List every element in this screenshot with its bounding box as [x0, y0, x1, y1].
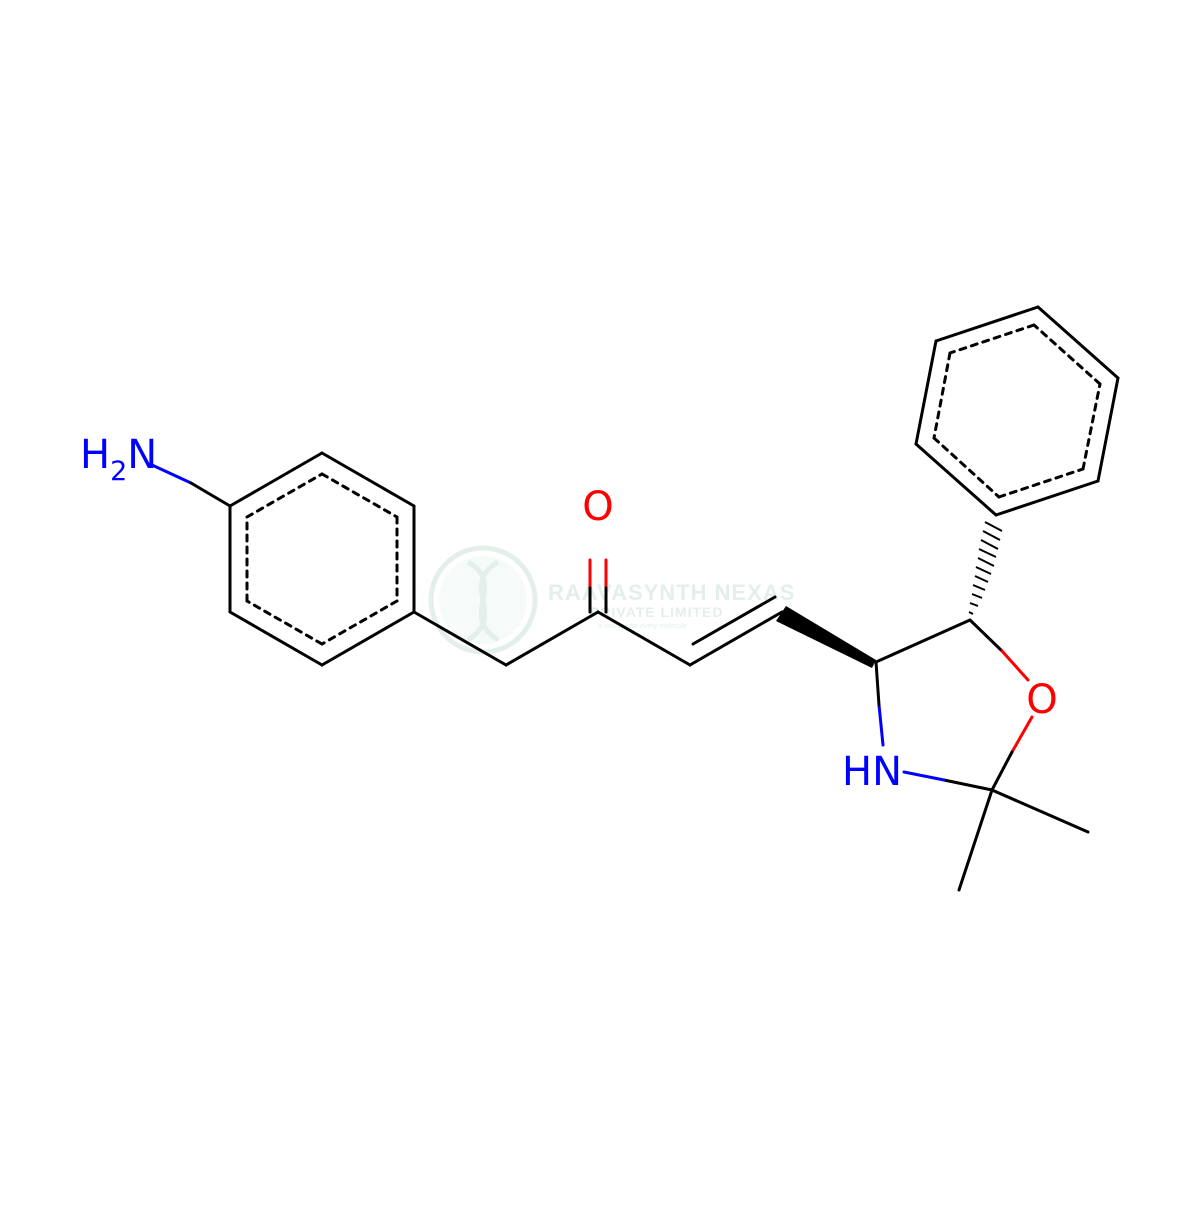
atom-labels: H2N O O HN [80, 432, 1058, 795]
amine-label: H2N [80, 432, 157, 487]
aminophenyl-ring [228, 451, 416, 667]
bond-c4-c5 [874, 618, 972, 664]
bond-c5-o [968, 618, 1004, 653]
bond [914, 339, 938, 446]
wedge-bond-tip [776, 606, 876, 668]
bond-ch2-carbonyl [504, 610, 600, 667]
bond-n-c4 [874, 660, 881, 707]
hash-line [978, 548, 997, 558]
ring-nitrogen-label: HN [842, 749, 902, 795]
bond [320, 451, 416, 508]
bond [228, 451, 324, 508]
bond-amine-n [150, 463, 193, 485]
bond-n-c4-blue [877, 703, 885, 747]
bond [1036, 305, 1120, 380]
hash-line [980, 539, 999, 550]
aromatic-bond [245, 599, 324, 646]
bond [1096, 376, 1120, 483]
aromatic-bond [245, 472, 324, 519]
watermark-tagline: a solution for every molecule [598, 623, 687, 630]
bond-c2-n-blue [902, 770, 946, 782]
bond-vinyl-1 [688, 610, 784, 667]
amine-n: N [127, 432, 157, 478]
hashed-wedge-bond [968, 521, 1003, 615]
aromatic-bond [997, 467, 1085, 499]
bond-methyl-1 [990, 788, 1090, 834]
bond-o-c2 [990, 750, 1014, 792]
aromatic-bond [320, 599, 399, 646]
bond-c5-o-red [1000, 649, 1030, 682]
hash-line [972, 584, 986, 591]
bond [320, 610, 416, 667]
bond-carbonyl-vinyl [596, 610, 692, 667]
bond-methyl-2 [957, 788, 994, 892]
aromatic-bond [1081, 382, 1102, 471]
bond [934, 305, 1040, 343]
watermark-subtitle: PRIVATE LIMITED [590, 604, 723, 620]
bond-amine-c [189, 481, 232, 508]
ring-oxygen-label: O [1026, 677, 1057, 723]
bond [228, 610, 324, 667]
aromatic-bond [932, 436, 1001, 499]
bond [914, 442, 998, 517]
bond-vinyl-2 [691, 595, 777, 646]
bond-ring-ch2 [412, 610, 508, 667]
bond-o-c2-red [1010, 715, 1034, 754]
aromatic-bond [932, 351, 952, 440]
watermark-title: RAAVASYNTH NEXAS [548, 580, 795, 605]
hash-line [974, 575, 989, 583]
hash-line [982, 530, 1001, 541]
bonds [150, 305, 1120, 892]
aromatic-bond [948, 323, 1036, 355]
watermark-dna-icon [466, 559, 500, 643]
phenyl-ring [914, 305, 1120, 517]
hash-line [968, 611, 974, 615]
hash-line [971, 593, 983, 599]
hash-line [984, 521, 1003, 532]
amine-subscript: 2 [110, 456, 127, 487]
ketone-oxygen-label: O [582, 484, 613, 530]
watermark-logo-disc [439, 556, 527, 644]
hash-line [977, 557, 995, 567]
aromatic-bond [1032, 323, 1102, 386]
bond [994, 479, 1100, 517]
amine-h: H [80, 432, 110, 478]
hash-line [975, 566, 992, 575]
aromatic-bond [320, 472, 399, 519]
hash-line [969, 602, 979, 607]
bond-c2-n [942, 778, 994, 792]
